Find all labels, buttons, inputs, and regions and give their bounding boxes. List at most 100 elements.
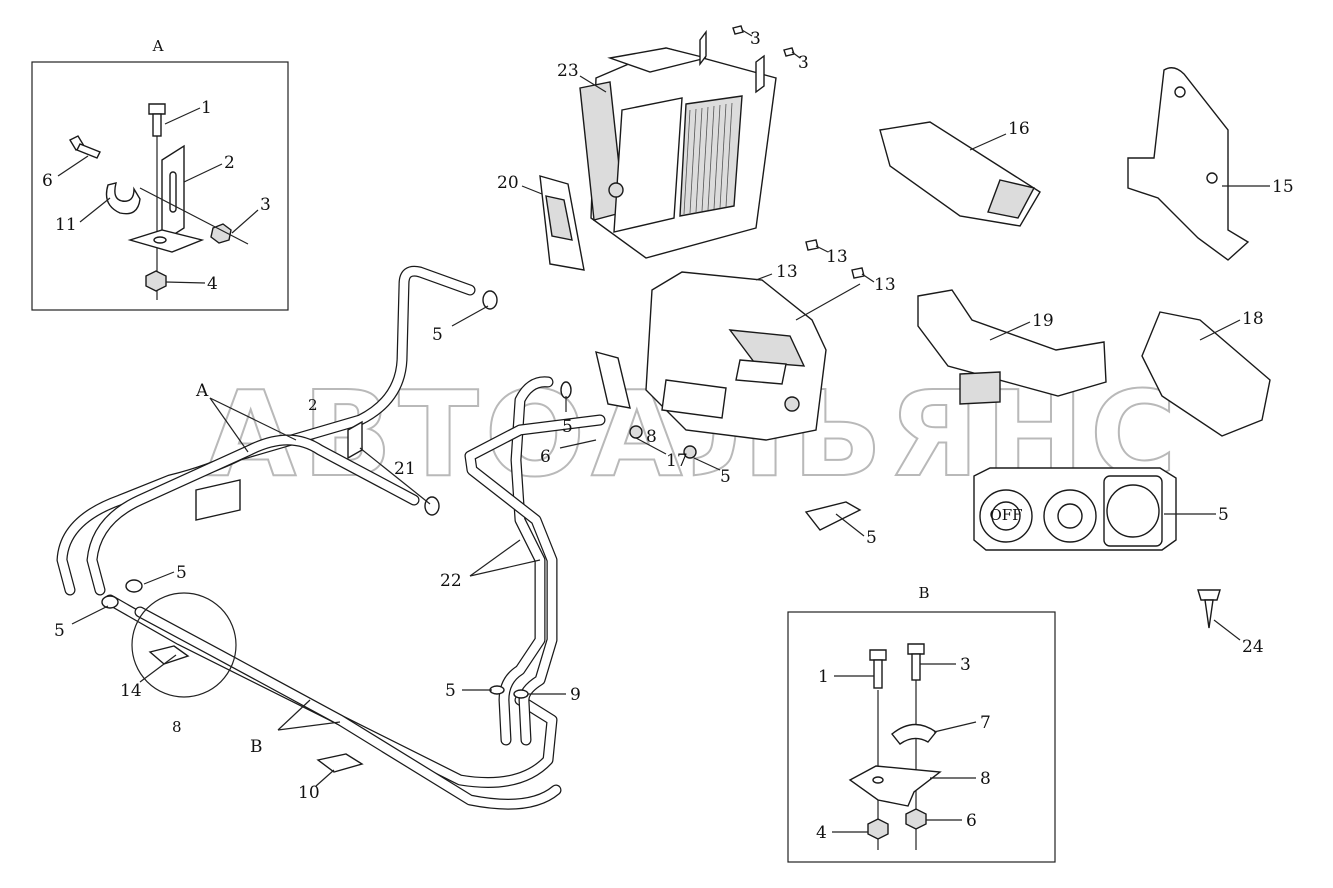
callout-m23: 23 bbox=[557, 61, 579, 81]
callout-m5f: 5 bbox=[445, 681, 456, 701]
callout-m5h: 8 bbox=[646, 427, 657, 447]
bracket-slot bbox=[169, 171, 177, 213]
callout-mA: 2 bbox=[308, 396, 318, 414]
callout-m24: 24 bbox=[1242, 637, 1264, 657]
bracket-15-hole-top bbox=[1174, 86, 1186, 98]
callout-a1: 1 bbox=[201, 98, 212, 118]
callout-m14: 22 bbox=[440, 571, 462, 591]
callout-m15: 15 bbox=[1272, 177, 1294, 197]
frame-b-border bbox=[787, 611, 1056, 863]
control-panel-22: OFF bbox=[973, 467, 1177, 551]
nut-b4 bbox=[867, 818, 889, 840]
frame-b-title: B bbox=[918, 584, 929, 602]
callout-m8b: 10 bbox=[298, 783, 320, 803]
duct-19 bbox=[917, 289, 1107, 397]
callout-m16: 16 bbox=[1008, 119, 1030, 139]
pipe-support bbox=[195, 479, 241, 521]
bolt-b1-shank bbox=[873, 659, 883, 689]
heater-unit bbox=[595, 271, 827, 441]
hose-clamp-5-c bbox=[560, 381, 572, 399]
callout-b6: 6 bbox=[966, 811, 977, 831]
bolt-head-1 bbox=[148, 103, 166, 115]
callout-b1: 1 bbox=[818, 667, 829, 687]
bracket-17 bbox=[804, 501, 862, 531]
callout-m5b: 5 bbox=[562, 417, 573, 437]
callout-m6: 17 bbox=[666, 451, 688, 471]
callout-m5g: 9 bbox=[570, 685, 581, 705]
hose-clamp-5-a bbox=[482, 290, 498, 310]
screw-3-top bbox=[732, 25, 744, 35]
duct-16-end bbox=[987, 179, 1036, 219]
pipe-bracket-8-b bbox=[316, 753, 364, 773]
callout-m13a: 13 bbox=[826, 247, 848, 267]
clamp-11 bbox=[105, 182, 141, 215]
bracket-b8 bbox=[848, 765, 942, 807]
heater-fitting bbox=[784, 396, 800, 412]
hose-clamp-5-d bbox=[101, 595, 119, 609]
hose-clamp-5-e bbox=[125, 579, 143, 593]
detail-frame-b: B 1 3 7 8 4 6 bbox=[787, 584, 1056, 863]
bracket-15-hole-mid bbox=[1206, 172, 1218, 184]
panel-off-label: OFF bbox=[989, 506, 1022, 524]
callout-m13b: 13 bbox=[776, 262, 798, 282]
callout-m17: 5 bbox=[866, 528, 877, 548]
callout-m21: 6 bbox=[540, 447, 551, 467]
frame-a-border bbox=[31, 61, 289, 311]
bolt-b3-head bbox=[907, 643, 925, 655]
bracket-hole bbox=[153, 236, 167, 244]
screw-13-a bbox=[805, 239, 819, 251]
bracket-b8-hole bbox=[872, 776, 884, 784]
bracket-15 bbox=[1127, 67, 1250, 261]
callout-m9: A bbox=[195, 381, 209, 401]
control-knob-right bbox=[1106, 484, 1160, 538]
callout-b4: 4 bbox=[816, 823, 827, 843]
callout-b8: 8 bbox=[980, 769, 991, 789]
callout-m10: B bbox=[250, 737, 263, 757]
heater-outlet bbox=[728, 329, 806, 367]
detail-b-indicator bbox=[131, 592, 237, 698]
callout-m19: 19 bbox=[1032, 311, 1054, 331]
cover-20-window bbox=[545, 195, 573, 241]
callout-m3a: 3 bbox=[750, 29, 761, 49]
screw-24-shank bbox=[1204, 599, 1214, 629]
callout-a2: 2 bbox=[224, 153, 235, 173]
callout-m3b: 3 bbox=[798, 53, 809, 73]
callout-m5c: 5 bbox=[720, 467, 731, 487]
clamp-b7 bbox=[891, 723, 938, 745]
cover-21 bbox=[595, 351, 631, 409]
hose-clamp-5-b bbox=[424, 496, 440, 516]
pipe-bracket-8-a bbox=[148, 645, 190, 665]
callout-b7: 7 bbox=[980, 713, 991, 733]
hose-clamp-5-g bbox=[513, 689, 529, 699]
evaporator-unit-23 bbox=[579, 29, 777, 259]
control-knob-middle-inner bbox=[1057, 503, 1083, 529]
callout-m22: 5 bbox=[1218, 505, 1229, 525]
bolt-b3-shank bbox=[911, 653, 921, 681]
duct-18 bbox=[1141, 311, 1271, 437]
hose-clamp-5-h bbox=[629, 425, 643, 439]
unit-pipe-outlet bbox=[608, 182, 624, 198]
callout-b3: 3 bbox=[960, 655, 971, 675]
pipe-assembly bbox=[56, 265, 606, 810]
callout-m8a: 14 bbox=[120, 681, 142, 701]
nut-b6 bbox=[905, 808, 927, 830]
frame-a-title: A bbox=[152, 37, 164, 55]
callout-a6: 6 bbox=[42, 171, 53, 191]
callout-m2: 21 bbox=[394, 459, 416, 479]
bolt-shank-1 bbox=[152, 113, 162, 137]
bolt-6-shank bbox=[76, 143, 101, 159]
bolt-b1-head bbox=[869, 649, 887, 661]
callout-m13c: 13 bbox=[874, 275, 896, 295]
nut-3 bbox=[210, 223, 232, 244]
callout-m18: 18 bbox=[1242, 309, 1264, 329]
control-knob-left-inner bbox=[991, 501, 1021, 531]
callout-m5e: 5 bbox=[54, 621, 65, 641]
callout-a3: 3 bbox=[260, 195, 271, 215]
nut-4 bbox=[145, 270, 167, 292]
callout-mB: 8 bbox=[172, 718, 182, 736]
callout-a11: 11 bbox=[55, 215, 77, 235]
nut-6-mid bbox=[683, 445, 697, 459]
screw-13-b bbox=[851, 267, 865, 279]
screw-24-head bbox=[1197, 589, 1221, 601]
